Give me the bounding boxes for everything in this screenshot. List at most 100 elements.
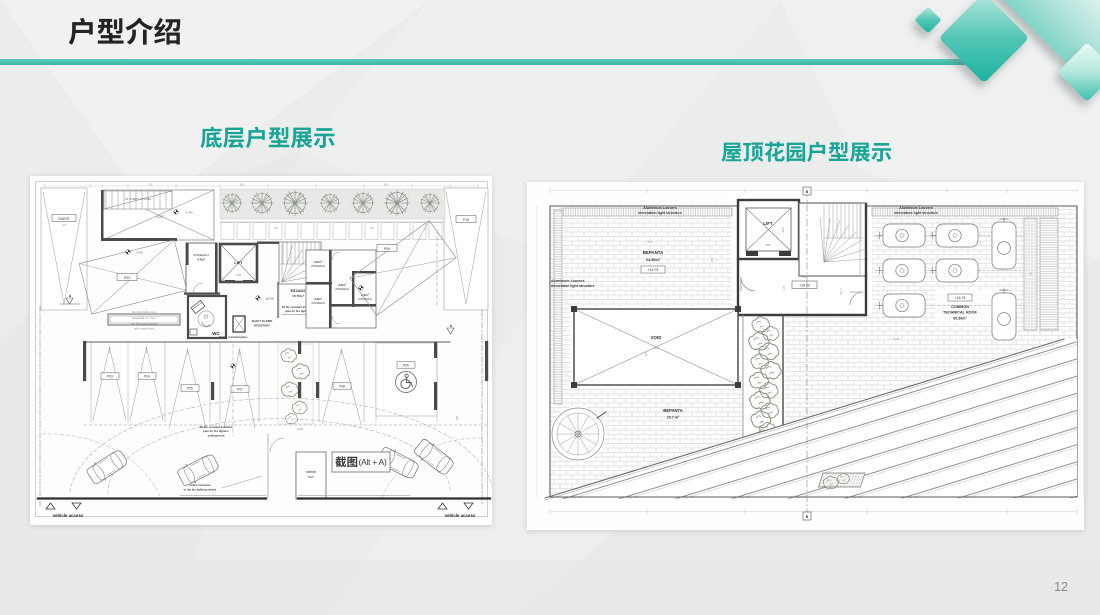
level-box: +16.75 [947, 293, 973, 302]
wheelchair-icon [395, 371, 417, 393]
plan-text: 3.6m² [361, 293, 369, 297]
plan-text: outlet connector [189, 483, 210, 487]
diamond-large [940, 0, 1028, 82]
plan-text: -0.05 [136, 251, 143, 255]
diamond-huge [994, 0, 1100, 76]
plan-text: ΑΠΟΘΗΚΗ [311, 264, 325, 268]
ac-unit [877, 223, 926, 248]
plan-text: GUEST [58, 217, 70, 221]
diamond-small [915, 7, 941, 33]
plan-text: +16.75 [648, 268, 659, 272]
plan-text: ΑΠΟΘΗΚΗ [335, 287, 349, 291]
plan-text: ΕΙΣΟΔΟΣ [291, 289, 306, 293]
louver-strip [553, 209, 563, 405]
ac-unit [991, 288, 1017, 341]
plan-text: ΑΠΟΘΗΚΗ [311, 301, 325, 305]
guest-parking-stall: GUEST 250 [40, 187, 88, 311]
plan-text: A [450, 324, 453, 328]
plan-text: 486 [802, 275, 807, 279]
plan-text: VOID [156, 214, 165, 219]
guest-stall-label: GUEST [51, 214, 77, 222]
plan-text: raised 90 cm from [132, 316, 157, 320]
title-underline [0, 59, 968, 65]
plan-text: 250 [62, 224, 67, 227]
plan-text: 300 [455, 415, 459, 420]
level-marker-icon [125, 249, 131, 255]
corner-decoration [915, 0, 1100, 101]
plan-text: P05 [187, 387, 193, 391]
plan-text: SHAFT 1H FIRE [252, 319, 273, 323]
page-title: 户型介绍 [68, 17, 182, 47]
entry-stairs [103, 190, 173, 210]
section-label-ground-glyphs [200, 126, 335, 149]
diamond-medium [1058, 43, 1100, 101]
louver-strip [1039, 217, 1059, 331]
p10-parking-stall: P10 [443, 187, 489, 311]
screenshot-hint-box [331, 451, 391, 473]
p10-stall-label: P10 [455, 215, 477, 223]
plan-text: decoration light structure [551, 284, 595, 288]
plan-text: ΑΠΟΘΗΚΗ [193, 253, 208, 257]
plan-text: decoration light structure [894, 211, 938, 215]
plan-text: 350 [710, 257, 714, 262]
plan-text: P09 [384, 247, 390, 251]
plan-text: Vent for AHK room [132, 310, 157, 314]
plan-text: 15 STEPS 17/1X30 [125, 197, 151, 201]
plan-text: 3.6m² [314, 297, 322, 301]
plan-text: +16.75 [955, 296, 966, 300]
louver-strip [871, 207, 1059, 217]
plan-text: vehicle access [53, 513, 84, 518]
plan-text: rubbish [306, 470, 317, 474]
plan-text: 235 [782, 285, 786, 290]
plan-text: +16.80 [799, 284, 810, 288]
planting-band [219, 188, 446, 220]
screenshot-hint: (Alt + A) 截图(Alt + A) [332, 452, 390, 472]
parking-shrubs [277, 343, 314, 425]
trellis-row [219, 221, 446, 240]
plan-text: 3.5m² [314, 260, 322, 264]
plan-text: pipe for fire fighters [203, 429, 229, 433]
dim-row-top [43, 183, 479, 189]
plan-text: 200 [781, 227, 785, 232]
ac-unit [877, 258, 926, 283]
plan-text: 3.6m² [338, 283, 346, 287]
plan-text: VOID [651, 335, 662, 340]
gravel-strip [1023, 217, 1038, 331]
ac-units-field [874, 217, 1025, 341]
plan-text: B [806, 515, 809, 519]
plan-text: 192.7 [839, 288, 843, 296]
plan-text: 450 [384, 182, 389, 186]
plan-text: underground [208, 433, 225, 437]
plan-text: 1H fire resistant glass [218, 335, 248, 339]
plan-text: 210 [274, 227, 279, 230]
plan-text: vehicle access [445, 513, 476, 518]
section-label-roof: 屋顶花园户型展示 [721, 141, 892, 164]
plan-text: B [806, 190, 809, 194]
level-box: +16.75 [640, 265, 666, 274]
plan-text: P08 [339, 385, 345, 389]
plan-text: P03 [107, 375, 113, 379]
plan-text: A [69, 294, 72, 298]
section-marker-a-left: A [59, 294, 81, 305]
plan-text: P07 [237, 388, 243, 392]
vehicle-access-marker [437, 502, 474, 510]
page-number: 12 [1054, 580, 1068, 594]
screenshot-hint-keys: (Alt + A) [358, 457, 387, 467]
p04-label: P04 [137, 372, 157, 380]
plan-text: to the fire fighting vehicle [184, 487, 217, 491]
plan-text: ΒΕΡΑΝΤΑ [643, 250, 664, 255]
plan-text: with metal bars [134, 327, 155, 331]
ac-unit [991, 217, 1017, 270]
p02-label: P02 [116, 273, 138, 281]
plan-text: box [308, 475, 314, 479]
section-marker-a-right: A [446, 324, 455, 335]
plan-text: 660 [240, 182, 245, 186]
plan-text: 200 [236, 273, 241, 277]
